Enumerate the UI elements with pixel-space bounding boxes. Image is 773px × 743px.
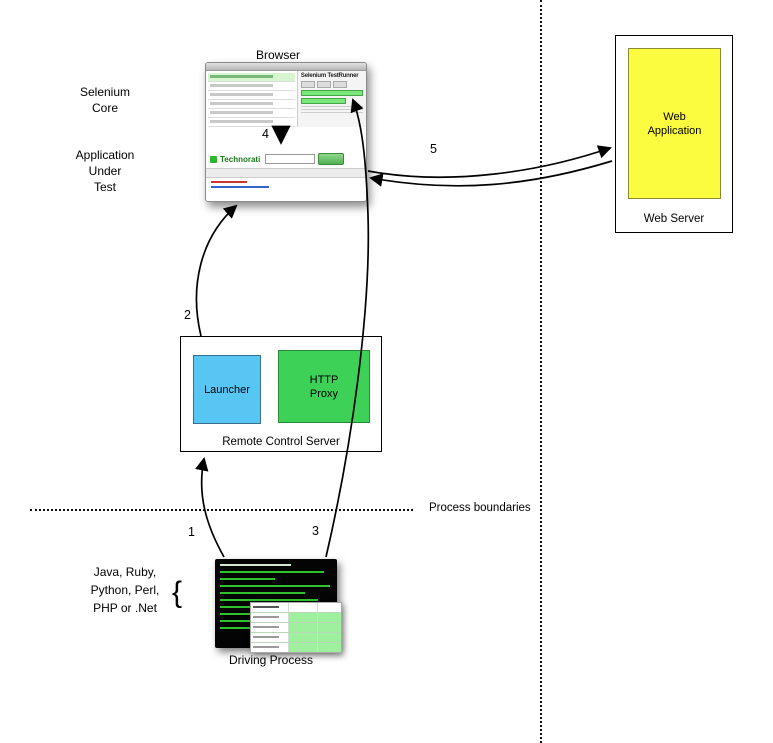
terminal-text-line (220, 627, 269, 629)
arrow-5-webserver-to-browser (368, 160, 613, 187)
driving-process-label: Driving Process (228, 653, 314, 667)
application-under-test-label: Application Under Test (75, 148, 135, 194)
step-3-label: 3 (312, 524, 319, 538)
web-application-box: Web Application (628, 48, 721, 199)
languages-label: Java, Ruby, Python, Perl, PHP or .Net (90, 565, 160, 615)
terminal-text-line (220, 564, 291, 566)
step-4-label: 4 (262, 127, 269, 141)
technorati-logo: Technorati (220, 154, 261, 164)
selenium-core-label: Selenium Core (79, 85, 131, 115)
terminal-text-line (220, 592, 306, 594)
table-row (251, 613, 341, 623)
table-row (208, 109, 295, 118)
brace-glyph: { (172, 576, 183, 609)
testrunner-control-panel: Selenium TestRunner (297, 71, 366, 127)
browser-screenshot: Selenium TestRunner Technorati (205, 62, 367, 202)
technorati-page: Technorati (206, 151, 366, 199)
terminal-text-line (220, 571, 324, 573)
remote-control-server-box: Launcher HTTP Proxy Remote Control Serve… (180, 336, 382, 452)
table-row (251, 623, 341, 633)
testrunner-title: Selenium TestRunner (300, 73, 359, 79)
arrow-2-server-to-browser (195, 204, 238, 337)
terminal-text-line (220, 599, 318, 601)
process-boundary-line-horizontal (30, 509, 413, 511)
step-5-label: 5 (430, 142, 437, 156)
terminal-text-line (220, 578, 275, 580)
test-results-table (250, 602, 342, 653)
step-2-label: 2 (184, 308, 191, 322)
pass-indicator-bar (300, 90, 363, 96)
technorati-text-line (211, 181, 247, 183)
technorati-icon (210, 155, 217, 163)
browser-label: Browser (255, 48, 300, 62)
technorati-toolbar (206, 168, 366, 178)
table-row (208, 91, 295, 100)
terminal-text-line (220, 585, 330, 587)
table-row (208, 100, 295, 109)
run-button (300, 81, 315, 88)
table-row (251, 633, 341, 643)
browser-titlebar (206, 63, 366, 71)
testrunner-buttons (300, 81, 363, 88)
process-boundaries-label: Process boundaries (429, 502, 531, 514)
web-server-label: Web Server (643, 213, 705, 225)
test-commands-table (206, 71, 298, 127)
table-row (251, 643, 341, 652)
table-row (208, 118, 295, 127)
frame-gap (206, 127, 366, 151)
table-row (208, 82, 295, 91)
table-row (251, 603, 341, 613)
http-proxy-box: HTTP Proxy (278, 350, 370, 423)
remote-control-server-label: Remote Control Server (222, 436, 340, 448)
table-row (208, 73, 295, 82)
web-server-box: Web Application Web Server (615, 35, 733, 233)
launcher-box: Launcher (193, 355, 261, 424)
arrow-1-driver-to-server (195, 456, 225, 558)
search-button (318, 153, 345, 165)
process-boundary-line-vertical (540, 0, 542, 743)
pass-indicator-bar (300, 98, 347, 104)
arrow-5-browser-to-webserver (367, 145, 612, 178)
selenium-testrunner-pane: Selenium TestRunner (206, 71, 366, 127)
technorati-link-line (211, 186, 269, 188)
search-box (265, 154, 316, 164)
run-all-button (316, 81, 331, 88)
step-button (332, 81, 347, 88)
step-1-label: 1 (188, 525, 195, 539)
log-text (300, 106, 363, 115)
